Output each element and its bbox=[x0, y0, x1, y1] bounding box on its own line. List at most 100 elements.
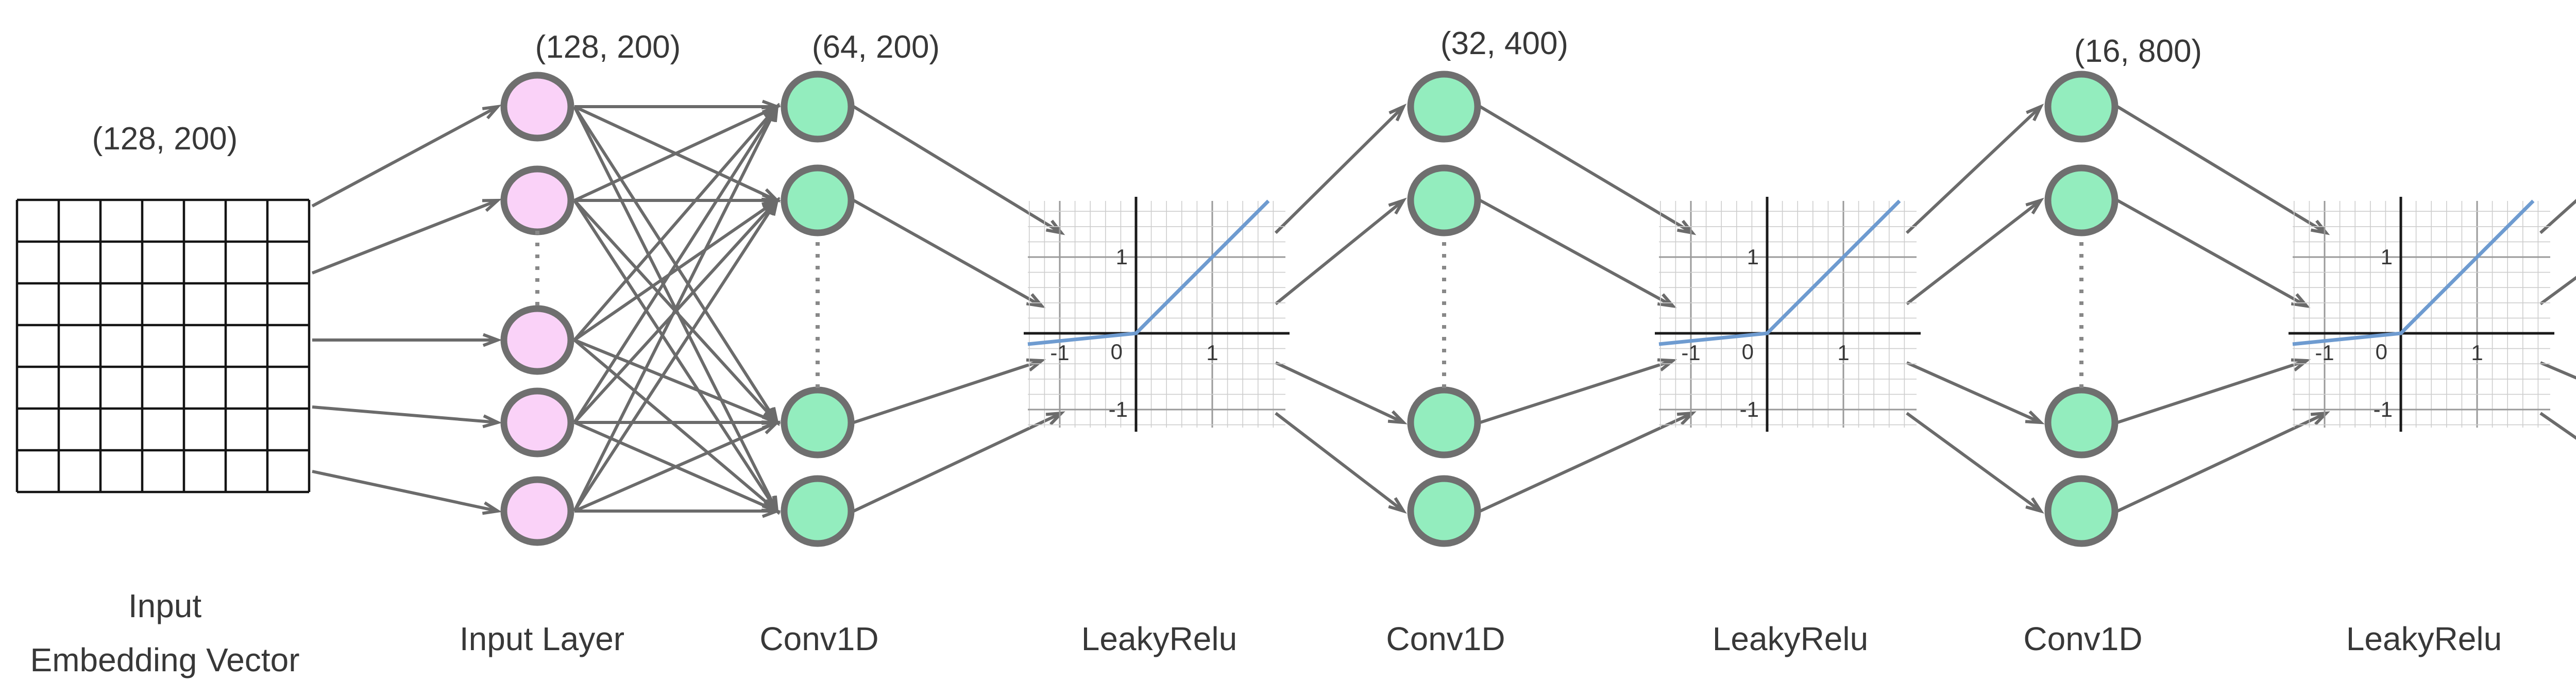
arrow-line bbox=[2539, 412, 2576, 440]
input-layer-name-label: Input Layer bbox=[460, 620, 624, 657]
arrow-head bbox=[1388, 104, 1407, 122]
plot-xtick-neg-label: -1 bbox=[1681, 341, 1700, 365]
arrow-line bbox=[312, 405, 498, 424]
arrow-line bbox=[312, 470, 498, 513]
plot-ytick-neg-label: -1 bbox=[1740, 397, 1759, 421]
activation-curve bbox=[2292, 199, 2535, 346]
arrow-head bbox=[1388, 497, 1407, 514]
conv1d-neuron-node bbox=[2044, 71, 2119, 143]
plot-xtick-neg-label: -1 bbox=[1050, 341, 1069, 365]
lrelu2-name-label: LeakyRelu bbox=[1713, 620, 1868, 657]
activation-curve bbox=[1658, 199, 1901, 346]
arrow-line bbox=[1906, 199, 2042, 305]
arrow-head bbox=[2026, 104, 2044, 122]
arrow-line bbox=[1479, 105, 1693, 234]
arrow-head bbox=[1026, 358, 1046, 372]
arrow-head bbox=[2310, 411, 2330, 426]
conv1d-neuron-node bbox=[2044, 164, 2119, 236]
arrow-line bbox=[573, 199, 778, 342]
plot-ytick-pos-label: 1 bbox=[2381, 245, 2393, 269]
connection-arrows bbox=[311, 99, 2576, 518]
arrow-line bbox=[853, 412, 1062, 513]
plot-ytick-pos-label: 1 bbox=[1747, 245, 1759, 269]
arrow-head bbox=[482, 333, 502, 347]
arrow-head bbox=[1657, 358, 1677, 371]
arrow-line bbox=[2117, 359, 2307, 424]
arrow-head bbox=[482, 198, 502, 212]
arrow-head bbox=[1387, 410, 1408, 425]
arrow-line bbox=[1275, 199, 1404, 305]
conv3-name-label: Conv1D bbox=[2023, 620, 2142, 657]
arrow-head bbox=[2310, 219, 2330, 235]
arrow-line bbox=[573, 199, 778, 512]
conv2-name-label: Conv1D bbox=[1386, 620, 1505, 657]
arrow-line bbox=[2116, 105, 2327, 234]
embedding-shape-label: (128, 200) bbox=[92, 121, 238, 157]
arrow-head bbox=[2025, 410, 2045, 425]
arrow-head bbox=[2291, 293, 2311, 309]
input-layer-shape-label: (128, 200) bbox=[535, 29, 681, 65]
conv1d-neuron-node bbox=[781, 475, 855, 547]
arrow-line bbox=[1479, 412, 1693, 513]
plot-xtick-pos-label: 1 bbox=[1837, 341, 1849, 365]
conv1d-neuron-node bbox=[781, 71, 855, 143]
plot-ytick-pos-label: 1 bbox=[1116, 245, 1128, 269]
plot-xtick-pos-label: 1 bbox=[2471, 341, 2483, 365]
arrow-head bbox=[1676, 219, 1697, 235]
arrow-line bbox=[573, 421, 778, 513]
lrelu1-name-label: LeakyRelu bbox=[1081, 620, 1237, 657]
input-neuron-node bbox=[500, 387, 574, 457]
conv1-name-label: Conv1D bbox=[759, 620, 878, 657]
arrow-line bbox=[2539, 276, 2576, 305]
arrow-head bbox=[482, 414, 502, 429]
arrow-line bbox=[573, 105, 778, 202]
arrow-line bbox=[1479, 199, 1674, 308]
arrow-line bbox=[1275, 361, 1404, 424]
input-neuron-node bbox=[500, 476, 574, 546]
arrow-line bbox=[2116, 412, 2327, 513]
arrow-head bbox=[761, 420, 781, 435]
arrow-line bbox=[311, 199, 499, 275]
plot-xtick-pos-label: 1 bbox=[1206, 341, 1218, 365]
arrow-line bbox=[1275, 412, 1404, 513]
arrow-line bbox=[573, 106, 778, 512]
arrow-line bbox=[2539, 361, 2576, 380]
plot-ytick-neg-label: -1 bbox=[2374, 397, 2393, 421]
arrow-line bbox=[1274, 105, 1405, 234]
arrow-line bbox=[853, 199, 1043, 308]
ellipsis-separators bbox=[535, 231, 2083, 391]
arrow-head bbox=[764, 196, 779, 216]
arrow-line bbox=[2539, 199, 2576, 234]
conv1d-neuron-node bbox=[1407, 164, 1481, 236]
conv1d-neuron-node bbox=[2044, 475, 2119, 547]
arrow-head bbox=[1045, 411, 1065, 426]
conv1-shape-label: (64, 200) bbox=[812, 29, 940, 65]
embedding-name-line2: Embedding Vector bbox=[30, 641, 300, 678]
plot-xtick-zero-label: 0 bbox=[2376, 339, 2387, 364]
arrow-head bbox=[764, 103, 779, 123]
arrow-head bbox=[1026, 293, 1046, 309]
arrow-line bbox=[311, 105, 499, 208]
arrow-head bbox=[2025, 497, 2044, 514]
embedding-name-line1: Input bbox=[128, 587, 202, 624]
conv1d-neuron-node bbox=[1407, 386, 1481, 459]
arrow-line bbox=[853, 105, 1062, 234]
arrow-head bbox=[482, 104, 502, 120]
conv1d-neuron-node bbox=[781, 164, 855, 236]
plot-xtick-zero-label: 0 bbox=[1111, 339, 1123, 364]
arrow-head bbox=[2025, 197, 2044, 215]
conv1d-neuron-node bbox=[781, 386, 855, 459]
conv1d-neuron-node bbox=[1407, 71, 1481, 143]
conv2-shape-label: (32, 400) bbox=[1440, 26, 1568, 61]
arrow-head bbox=[2291, 358, 2311, 372]
arrow-line bbox=[1905, 105, 2042, 234]
arrow-head bbox=[1676, 411, 1697, 426]
arrow-head bbox=[482, 501, 502, 515]
arrow-line bbox=[853, 359, 1042, 424]
arrow-line bbox=[573, 106, 778, 341]
plot-xtick-neg-label: -1 bbox=[2315, 341, 2334, 365]
plot-ytick-neg-label: -1 bbox=[1109, 397, 1128, 421]
conv1d-neuron-node bbox=[1407, 475, 1481, 547]
